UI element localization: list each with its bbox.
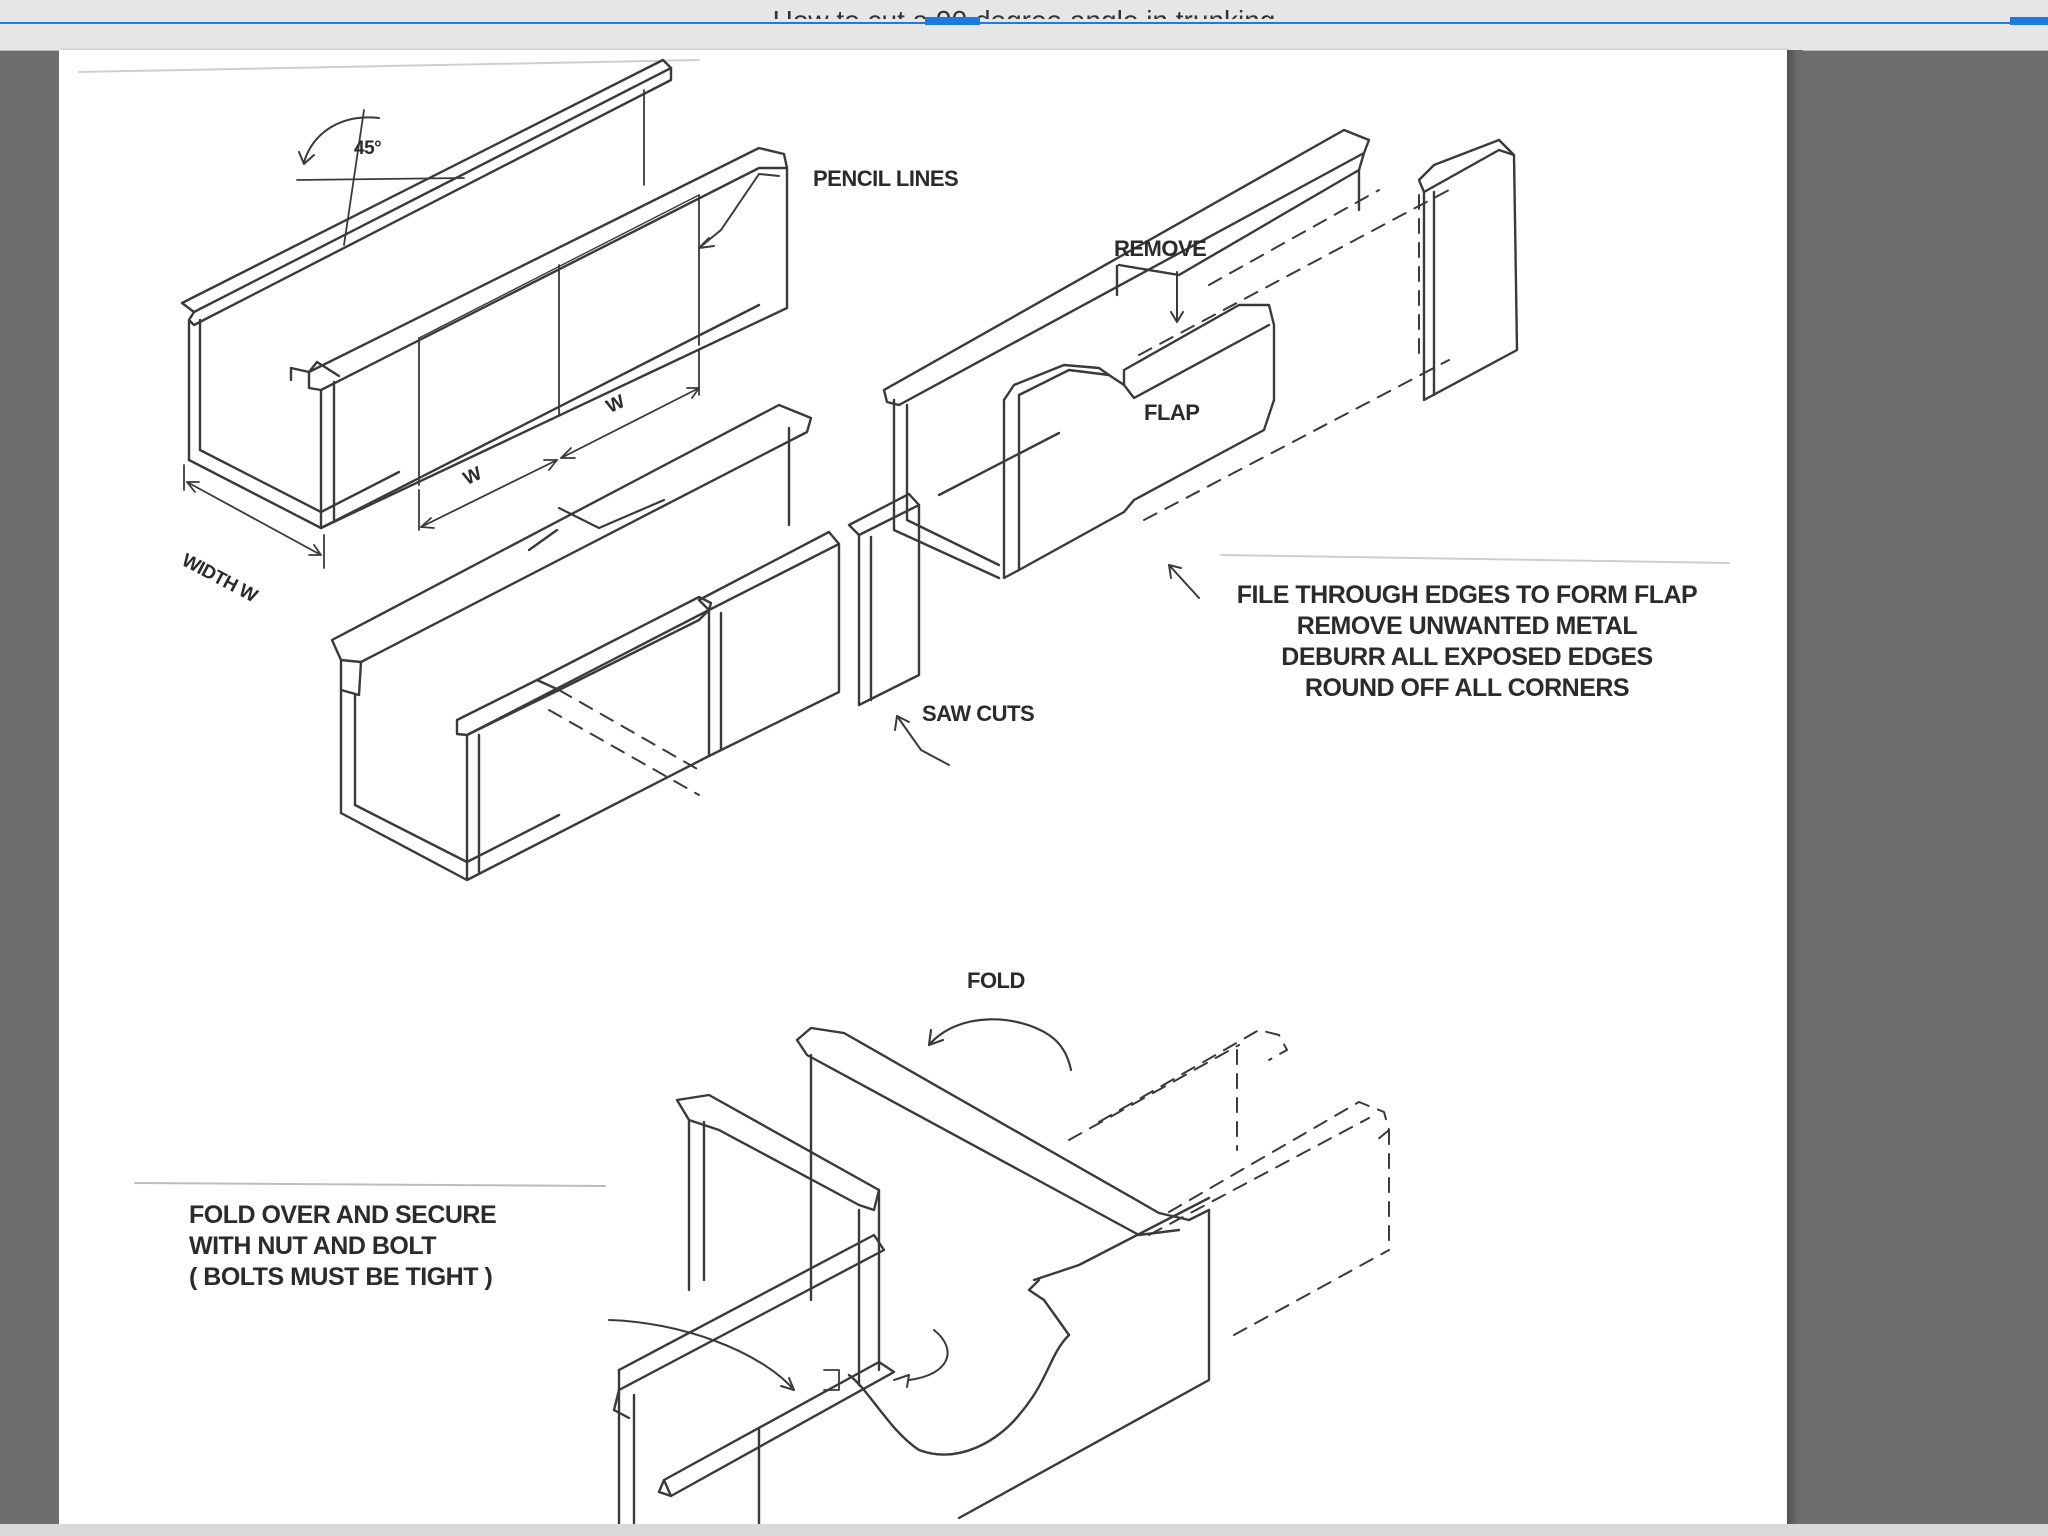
- instruction-line: FILE THROUGH EDGES TO FORM FLAP: [1236, 581, 1698, 609]
- scan-edge-line: [134, 1182, 606, 1187]
- scroll-indicator[interactable]: [2010, 17, 2048, 25]
- angle-label: 45°: [354, 138, 382, 159]
- pencil-lines-label: PENCIL LINES: [813, 166, 959, 191]
- trunking-diagram: [78, 58, 1730, 1536]
- fold-label: FOLD: [967, 968, 1025, 993]
- viewer-toolbar: How to cut a 90 degree angle in trunking: [0, 0, 2048, 51]
- document-page: 45° PENCIL LINES WIDTH W W W REMOVE FLAP…: [59, 50, 1787, 1536]
- fold-note-line: WITH NUT AND BOLT: [189, 1232, 437, 1260]
- scan-edge-line: [1220, 554, 1730, 564]
- flap-label: FLAP: [1144, 400, 1200, 425]
- remove-label: REMOVE: [1114, 236, 1207, 261]
- trunking-folded-corner: [608, 1018, 1390, 1536]
- instructions-block: FILE THROUGH EDGES TO FORM FLAP REMOVE U…: [1177, 580, 1757, 704]
- progress-track: [0, 22, 2048, 24]
- trunking-piece-flap: [882, 128, 1519, 599]
- page-shadow-edge: [1787, 50, 1803, 1536]
- fold-note-block: FOLD OVER AND SECURE WITH NUT AND BOLT (…: [189, 1200, 497, 1293]
- bottom-scrollbar[interactable]: [0, 1524, 2048, 1536]
- trunking-piece-marked: [180, 58, 789, 569]
- progress-indicator[interactable]: [925, 17, 980, 25]
- document-title: How to cut a 90 degree angle in trunking: [772, 5, 1276, 36]
- saw-cuts-label: SAW CUTS: [922, 701, 1035, 726]
- instruction-line: DEBURR ALL EXPOSED EDGES: [1281, 643, 1653, 671]
- fold-note-line: FOLD OVER AND SECURE: [189, 1201, 497, 1229]
- fold-note-line: ( BOLTS MUST BE TIGHT ): [189, 1263, 493, 1291]
- instruction-line: REMOVE UNWANTED METAL: [1296, 612, 1638, 640]
- instruction-line: ROUND OFF ALL CORNERS: [1304, 674, 1630, 702]
- scan-edge-line: [78, 59, 700, 73]
- trunking-piece-sawcut: [330, 403, 950, 882]
